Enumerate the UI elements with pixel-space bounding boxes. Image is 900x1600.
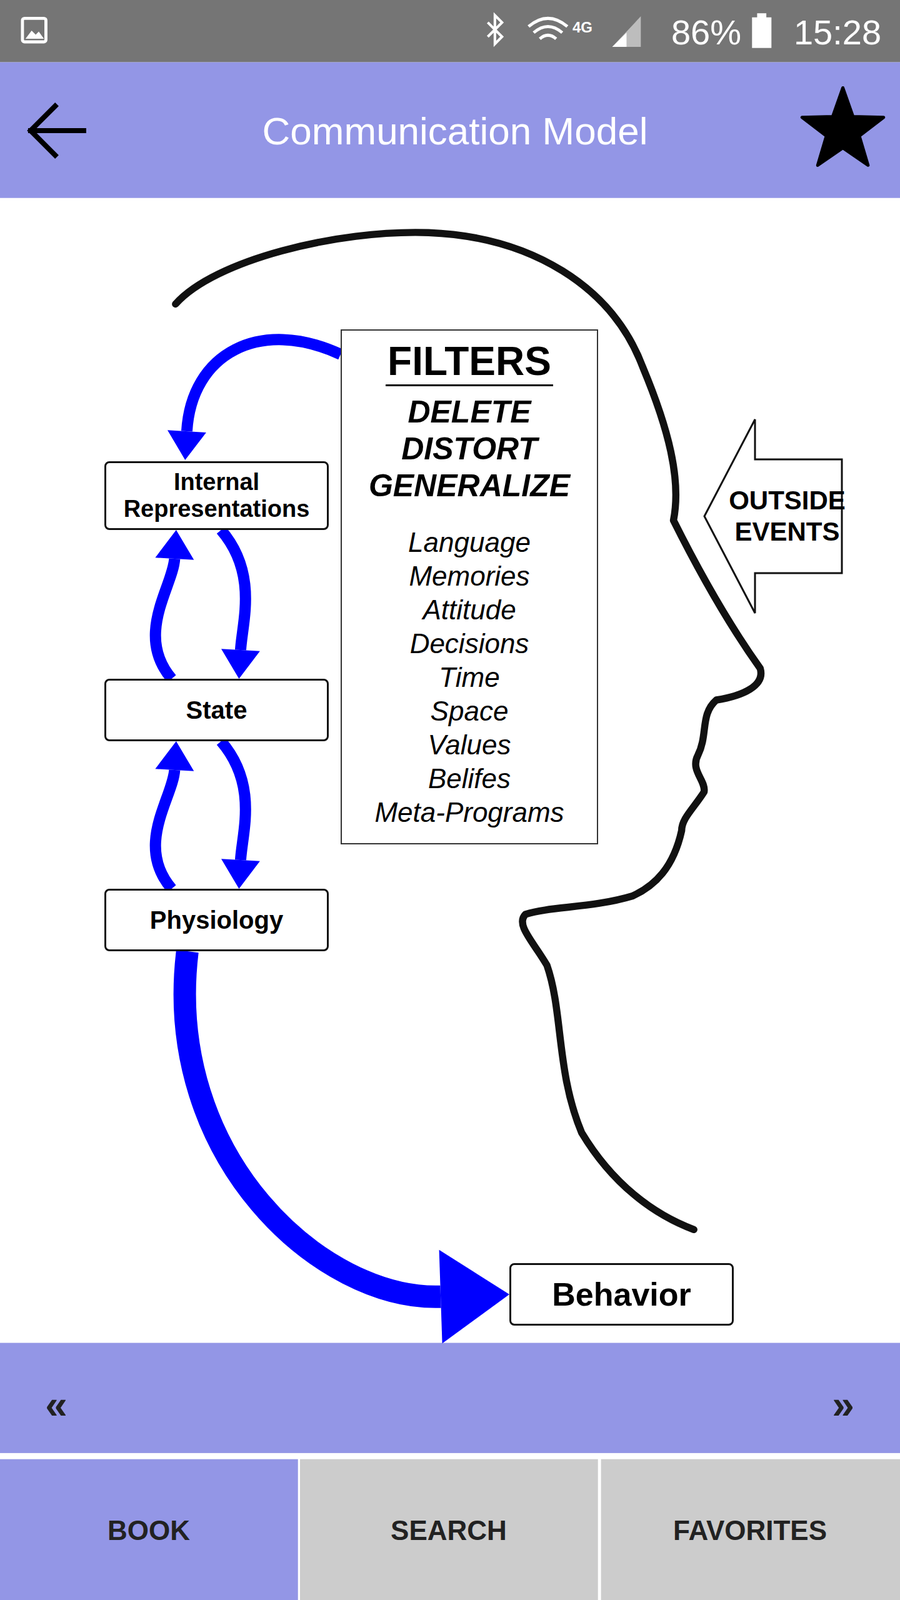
filter-item: Attitude xyxy=(348,593,591,627)
box-label: Physiology xyxy=(150,906,284,935)
app-title: Communication Model xyxy=(262,110,649,153)
tab-favorites xyxy=(601,1459,900,1600)
filter-line: Meta-Programs xyxy=(348,795,591,830)
flow-arrow xyxy=(167,339,341,460)
box-label: Internal Representations xyxy=(112,468,321,522)
process-box: Behavior xyxy=(509,1263,734,1326)
process-box: Physiology xyxy=(104,888,329,952)
signal-icon-level xyxy=(612,32,627,47)
flow-curve xyxy=(185,951,441,1297)
filter-operation: DELETE xyxy=(348,393,591,431)
filter-item: Belifes xyxy=(348,761,591,796)
filter-item: Meta-Programs xyxy=(348,795,591,830)
next-page: » xyxy=(831,1382,855,1427)
wifi-icon xyxy=(528,18,568,39)
filter-operation: DISTORT xyxy=(348,430,591,468)
flow-curve xyxy=(186,339,341,432)
box-label: Behavior xyxy=(551,1276,692,1313)
gallery-icon-mark xyxy=(25,30,44,39)
flow-arrow xyxy=(185,951,510,1344)
tab-label: FAVORITES xyxy=(673,1515,827,1546)
favorite-star-icon xyxy=(801,87,884,165)
previous-page: « xyxy=(45,1382,68,1427)
filter-item: Time xyxy=(348,660,591,695)
filters-box: FILTERSDELETEDISTORTGENERALIZELanguageMe… xyxy=(340,329,599,845)
header-bar xyxy=(0,62,900,199)
filter-line: Time xyxy=(348,660,591,695)
arrow-head xyxy=(221,648,260,679)
filter-line: DELETE xyxy=(348,393,591,431)
flow-curve xyxy=(221,741,246,860)
arrow-head xyxy=(167,430,207,460)
filter-line: Belifes xyxy=(348,761,591,796)
flow-arrow xyxy=(221,741,260,889)
filter-operation: GENERALIZE xyxy=(348,467,591,505)
tab-search xyxy=(300,1459,599,1600)
filter-item: Values xyxy=(348,728,591,762)
flow-curve xyxy=(221,530,246,650)
process-box: State xyxy=(104,678,329,742)
filter-item: Language xyxy=(348,525,591,560)
back-arrow-icon xyxy=(30,106,84,155)
flow-curve xyxy=(155,770,175,889)
battery-percent: 86% xyxy=(671,13,742,52)
tab-book xyxy=(0,1459,299,1600)
battery-icon xyxy=(751,17,772,49)
filter-line: Language xyxy=(348,525,591,560)
network-type: 4G xyxy=(572,19,593,36)
process-box: Internal Representations xyxy=(104,461,329,530)
page-nav-bar xyxy=(0,1343,900,1454)
tab-label: BOOK xyxy=(107,1515,190,1546)
filter-item: Memories xyxy=(348,559,591,594)
box-label: State xyxy=(186,696,248,725)
status-bar xyxy=(0,0,900,63)
filter-line: Values xyxy=(348,728,591,762)
filter-line: GENERALIZE xyxy=(348,467,591,505)
flow-arrow xyxy=(155,741,194,889)
clock-time: 15:28 xyxy=(793,13,882,52)
filter-line: DISTORT xyxy=(348,430,591,468)
arrow-shape xyxy=(704,419,842,614)
battery-cap xyxy=(756,13,767,19)
filter-item: Space xyxy=(348,694,591,729)
filters-heading: FILTERS xyxy=(385,339,554,387)
flow-arrow xyxy=(155,530,194,679)
filter-line: Decisions xyxy=(348,626,591,661)
flow-curve xyxy=(155,558,175,679)
flow-arrow xyxy=(221,530,260,679)
outside-events-arrow: OUTSIDE EVENTS xyxy=(703,418,844,615)
arrow-outline xyxy=(703,418,844,615)
filter-item: Decisions xyxy=(348,626,591,661)
arrow-head xyxy=(155,530,194,560)
filters-heading-row: FILTERS xyxy=(348,339,591,394)
gallery-icon xyxy=(22,18,47,42)
arrow-head xyxy=(155,741,194,772)
tab-label: SEARCH xyxy=(390,1515,507,1546)
arrow-head xyxy=(221,858,260,889)
event-label: OUTSIDE EVENTS xyxy=(728,485,846,549)
filter-line: Attitude xyxy=(348,593,591,627)
filter-line: Space xyxy=(348,694,591,729)
signal-icon xyxy=(612,16,642,47)
arrow-head xyxy=(439,1250,510,1344)
bluetooth-icon xyxy=(487,15,502,44)
filter-line: Memories xyxy=(348,559,591,594)
